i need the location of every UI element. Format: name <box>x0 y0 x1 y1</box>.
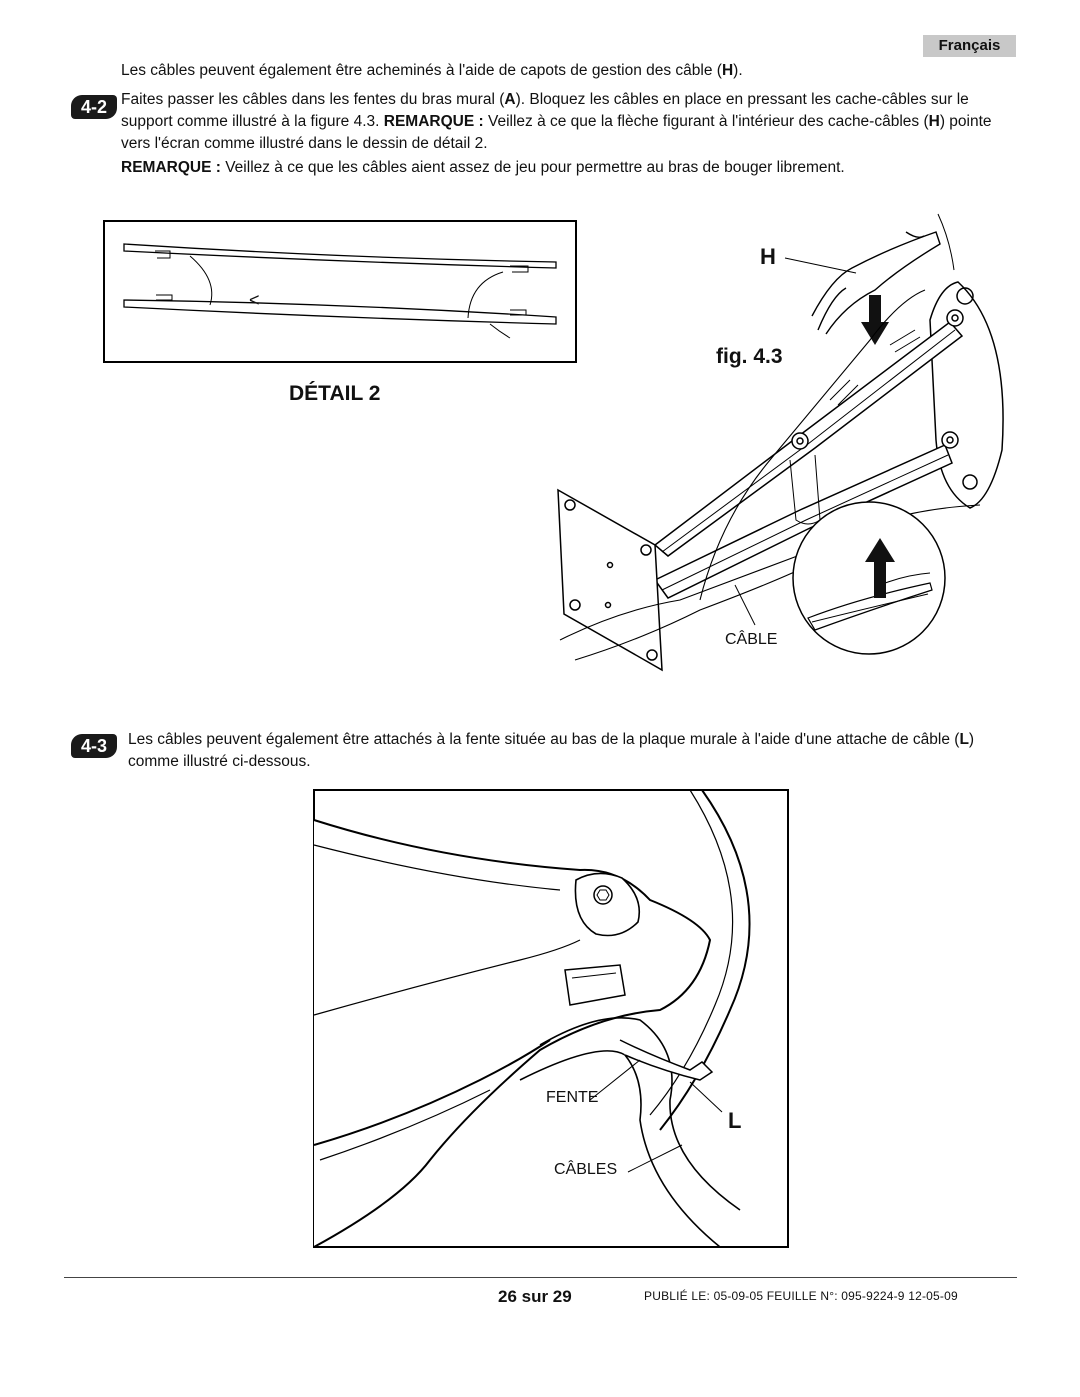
note-paragraph: REMARQUE : Veillez à ce que les câbles a… <box>121 157 1021 179</box>
step-badge-4-2: 4-2 <box>71 95 117 119</box>
note-text: Veillez à ce que les câbles aient assez … <box>220 159 845 176</box>
magnified-cable-cover-detail <box>792 501 946 655</box>
step-4-2-text-2: ). Bloquez les câbles en place en pressa… <box>121 91 969 130</box>
step-4-2-text-3: Veillez à ce que la flèche figurant à l'… <box>483 113 929 130</box>
cable-tie-illustration <box>313 789 789 1248</box>
step-4-2-text-1: Faites passer les câbles dans les fentes… <box>121 91 505 108</box>
cables-label: CÂBLES <box>554 1161 618 1178</box>
note-label: REMARQUE : <box>121 159 221 176</box>
intro-paragraph: Les câbles peuvent également être achemi… <box>121 60 1021 82</box>
step-4-2-paragraph: Faites passer les câbles dans les fentes… <box>121 89 1021 155</box>
fente-label: FENTE <box>546 1089 599 1106</box>
detail-2-illustration <box>103 220 577 363</box>
intro-key-h: H <box>721 62 734 79</box>
cable-label: CÂBLE <box>725 631 778 648</box>
intro-text-2: ). <box>733 62 743 79</box>
step-4-2-key-a: A <box>504 91 516 108</box>
intro-text-1: Les câbles peuvent également être achemi… <box>121 62 722 79</box>
step-4-3-paragraph: Les câbles peuvent également être attach… <box>128 729 1023 773</box>
step-4-3-key-l: L <box>959 731 969 748</box>
step-4-3-text-1: Les câbles peuvent également être attach… <box>128 731 960 748</box>
publication-info: PUBLIÉ LE: 05-09-05 FEUILLE N°: 095-9224… <box>644 1289 958 1303</box>
l-label: L <box>728 1108 742 1133</box>
footer-divider <box>64 1277 1017 1278</box>
step-4-2-remarque: REMARQUE : <box>383 113 484 130</box>
step-badge-4-3: 4-3 <box>71 734 117 758</box>
language-badge: Français <box>923 35 1016 57</box>
fig-4-3-label: fig. 4.3 <box>716 345 783 368</box>
cable-cover-h-drawing <box>784 213 955 335</box>
wall-arm-drawing <box>557 281 1004 672</box>
up-arrow-icon <box>865 538 895 598</box>
down-arrow-icon <box>861 295 889 345</box>
step-4-3-text-2: ) comme illustré ci-dessous. <box>128 731 975 770</box>
detail-2-label: DÉTAIL 2 <box>289 382 381 405</box>
page-number: 26 sur 29 <box>498 1287 572 1306</box>
detail-arrow-glyph: < <box>249 290 260 310</box>
h-label: H <box>760 244 776 269</box>
step-4-2-text-4: ) pointe vers l'écran comme illustré dan… <box>121 113 992 152</box>
step-4-2-key-h: H <box>928 113 940 130</box>
